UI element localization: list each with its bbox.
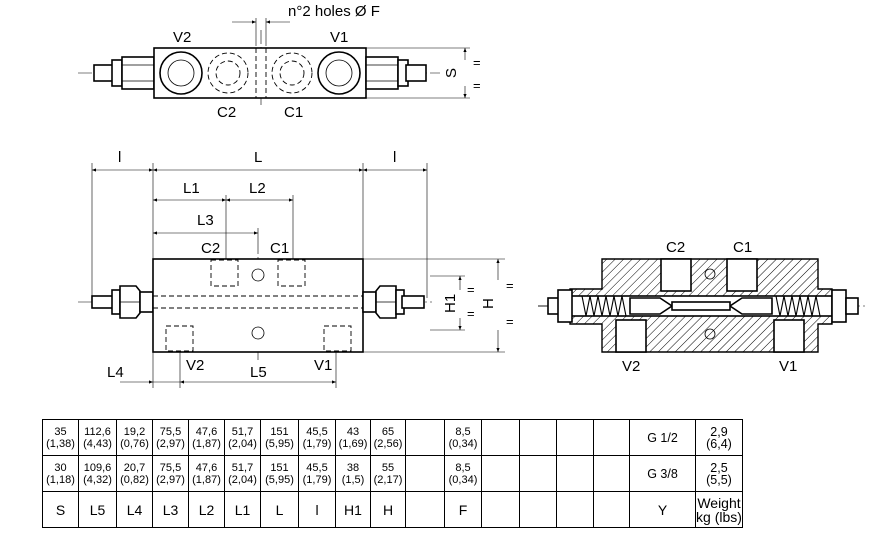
cell-empty (405, 419, 445, 456)
svg-text:=: = (473, 78, 481, 93)
cell-empty (519, 491, 557, 528)
header-h1: H1 (335, 491, 371, 528)
cell-weight: 2,9(6,4) (695, 419, 743, 456)
cell-empty (556, 419, 594, 456)
svg-text:=: = (506, 278, 514, 293)
cell-y: G 3/8 (629, 455, 696, 492)
front-label-v1: V1 (314, 357, 332, 374)
cell-empty (556, 455, 594, 492)
section-label-v1: V1 (779, 358, 797, 375)
header-l2: L2 (188, 491, 225, 528)
cell-empty (519, 419, 557, 456)
dim-l1: L1 (183, 180, 200, 197)
cell-empty (556, 491, 594, 528)
svg-text:=: = (473, 55, 481, 70)
top-view: = = n°2 holes Ø F V2 V1 C2 C1 S (78, 3, 481, 121)
technical-drawing: = = n°2 holes Ø F V2 V1 C2 C1 S (78, 3, 866, 388)
dim-l-left: l (118, 149, 121, 166)
header-h: H (370, 491, 406, 528)
front-label-c2: C2 (201, 240, 220, 257)
cell-f: 8,5(0,34) (444, 419, 482, 456)
section-view: C2 C1 V2 V1 (538, 239, 866, 375)
cell-empty (405, 491, 445, 528)
cell-f: 8,5(0,34) (444, 455, 482, 492)
front-view: = = = = l L l L1 L2 L3 C2 C1 V2 V1 L4 L5… (78, 149, 514, 388)
svg-text:=: = (467, 306, 475, 321)
cell-l-small: 45,5(1,79) (298, 455, 336, 492)
port-c1-circle (271, 52, 313, 94)
svg-text:=: = (506, 314, 514, 329)
top-label-v1: V1 (330, 29, 348, 46)
cell-l1: 51,7(2,04) (224, 419, 261, 456)
dim-h: H (480, 298, 497, 309)
header-l1: L1 (224, 491, 261, 528)
cell-empty (405, 455, 445, 492)
cell-l2: 47,6(1,87) (188, 419, 225, 456)
header-f: F (444, 491, 482, 528)
cell-l1: 51,7(2,04) (224, 455, 261, 492)
cell-l: 151(5,95) (260, 455, 299, 492)
cell-h: 55(2,17) (370, 455, 406, 492)
header-y: Y (629, 491, 696, 528)
cell-l-small: 45,5(1,79) (298, 419, 336, 456)
cell-empty (593, 491, 630, 528)
cell-h: 65(2,56) (370, 419, 406, 456)
specification-table: 35(1,38) 112,6(4,43) 19,2(0,76) 75,5(2,9… (42, 419, 743, 528)
cell-h1: 38(1,5) (335, 455, 371, 492)
top-label-c2: C2 (217, 104, 236, 121)
cell-empty (593, 455, 630, 492)
dim-l3: L3 (197, 212, 214, 229)
dim-l5: L5 (250, 364, 267, 381)
header-s: S (42, 491, 79, 528)
section-label-c1: C1 (733, 239, 752, 256)
dim-l4: L4 (107, 364, 124, 381)
table-row: 35(1,38) 112,6(4,43) 19,2(0,76) 75,5(2,9… (42, 419, 743, 456)
cell-l5: 109,6(4,32) (78, 455, 117, 492)
cell-s: 30(1,18) (42, 455, 79, 492)
header-l3: L3 (152, 491, 189, 528)
top-dim-s: S (443, 68, 460, 78)
cell-l4: 20,7(0,82) (116, 455, 153, 492)
dim-l2: L2 (249, 180, 266, 197)
dim-h1: H1 (442, 294, 459, 313)
cell-y: G 1/2 (629, 419, 696, 456)
header-l5: L5 (78, 491, 117, 528)
top-label-c1: C1 (284, 104, 303, 121)
section-label-c2: C2 (666, 239, 685, 256)
header-l-small: l (298, 491, 336, 528)
cell-l5: 112,6(4,43) (78, 419, 117, 456)
header-l: L (260, 491, 299, 528)
cell-l4: 19,2(0,76) (116, 419, 153, 456)
section-label-v2: V2 (622, 358, 640, 375)
cell-empty (481, 491, 520, 528)
cell-l3: 75,5(2,97) (152, 419, 189, 456)
dim-l-total: L (254, 149, 262, 166)
cell-empty (593, 419, 630, 456)
cell-h1: 43(1,69) (335, 419, 371, 456)
cell-weight: 2,5(5,5) (695, 455, 743, 492)
dim-l-right: l (393, 149, 396, 166)
cell-empty (519, 455, 557, 492)
port-v2-circle (159, 51, 203, 95)
cell-empty (481, 455, 520, 492)
table-row: 30(1,18) 109,6(4,32) 20,7(0,82) 75,5(2,9… (42, 455, 743, 492)
svg-text:=: = (467, 282, 475, 297)
port-v1-circle (317, 51, 361, 95)
header-l4: L4 (116, 491, 153, 528)
cell-l2: 47,6(1,87) (188, 455, 225, 492)
cell-l3: 75,5(2,97) (152, 455, 189, 492)
front-label-c1: C1 (270, 240, 289, 257)
front-label-v2: V2 (186, 357, 204, 374)
top-label-v2: V2 (173, 29, 191, 46)
port-c2-circle (207, 52, 249, 94)
cell-l: 151(5,95) (260, 419, 299, 456)
cell-s: 35(1,38) (42, 419, 79, 456)
cell-empty (481, 419, 520, 456)
holes-label: n°2 holes Ø F (288, 3, 380, 20)
